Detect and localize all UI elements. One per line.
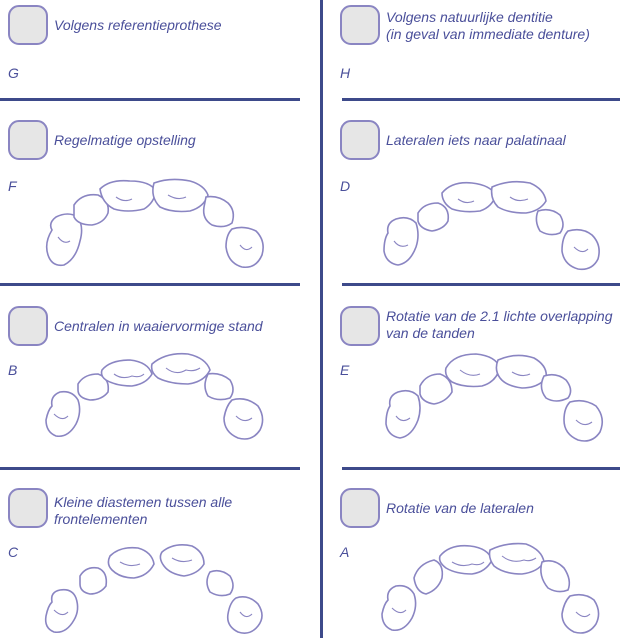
option-checkbox[interactable] — [8, 488, 48, 528]
option-description: Rotatie van de lateralen — [386, 500, 534, 516]
option-code: H — [340, 65, 351, 81]
option-code: G — [8, 65, 19, 81]
teeth-arch — [385, 353, 604, 442]
option-code: B — [8, 362, 18, 378]
option-card-b: Centralen in waaiervormige stand B — [8, 306, 308, 456]
row-divider — [0, 467, 300, 470]
row-divider — [0, 283, 300, 286]
option-code: C — [8, 544, 19, 560]
tooth-arch-illustration — [381, 542, 600, 634]
option-code: E — [340, 362, 350, 378]
tooth-arch-illustration — [45, 352, 264, 440]
teeth-arch — [45, 178, 264, 269]
teeth-arch — [45, 352, 264, 440]
option-code: A — [340, 544, 350, 560]
option-checkbox[interactable] — [340, 5, 380, 45]
option-checkbox[interactable] — [340, 120, 380, 160]
teeth-arch — [381, 542, 600, 634]
option-code: F — [8, 178, 17, 194]
option-card-g: Volgens referentieprothese G — [8, 5, 308, 155]
row-divider — [0, 98, 300, 101]
option-description: Lateralen iets naar palatinaal — [386, 132, 566, 148]
teeth-arch — [383, 180, 600, 271]
option-card-a: Rotatie van de lateralen A — [340, 488, 620, 638]
option-checkbox[interactable] — [8, 5, 48, 45]
tooth-arch-illustration — [44, 544, 263, 634]
option-description: Kleine diastemen tussen alle frontelemen… — [54, 494, 233, 527]
row-divider — [342, 283, 620, 286]
option-description: Rotatie van de 2.1 lichte overlapping va… — [386, 308, 613, 341]
tooth-arch-illustration — [383, 180, 600, 271]
tooth-arch-illustration — [385, 353, 604, 442]
option-card-c: Kleine diastemen tussen alle frontelemen… — [8, 488, 308, 638]
option-description: Centralen in waaiervormige stand — [54, 318, 263, 334]
option-code: D — [340, 178, 351, 194]
row-divider — [342, 467, 620, 470]
option-description: Volgens referentieprothese — [54, 17, 222, 33]
option-description: Volgens natuurlijke dentitie (in geval v… — [386, 9, 590, 42]
option-card-d: Lateralen iets naar palatinaal D — [340, 120, 620, 271]
option-checkbox[interactable] — [340, 488, 380, 528]
option-checkbox[interactable] — [340, 306, 380, 346]
option-card-f: Regelmatige opstelling F — [8, 120, 308, 270]
teeth-arch — [44, 544, 263, 634]
option-checkbox[interactable] — [8, 306, 48, 346]
option-card-e: Rotatie van de 2.1 lichte overlapping va… — [340, 306, 620, 456]
tooth-arch-illustration — [45, 178, 264, 269]
option-card-h: Volgens natuurlijke dentitie (in geval v… — [340, 5, 620, 155]
option-checkbox[interactable] — [8, 120, 48, 160]
column-divider — [320, 0, 323, 638]
row-divider — [342, 98, 620, 101]
option-description: Regelmatige opstelling — [54, 132, 196, 148]
